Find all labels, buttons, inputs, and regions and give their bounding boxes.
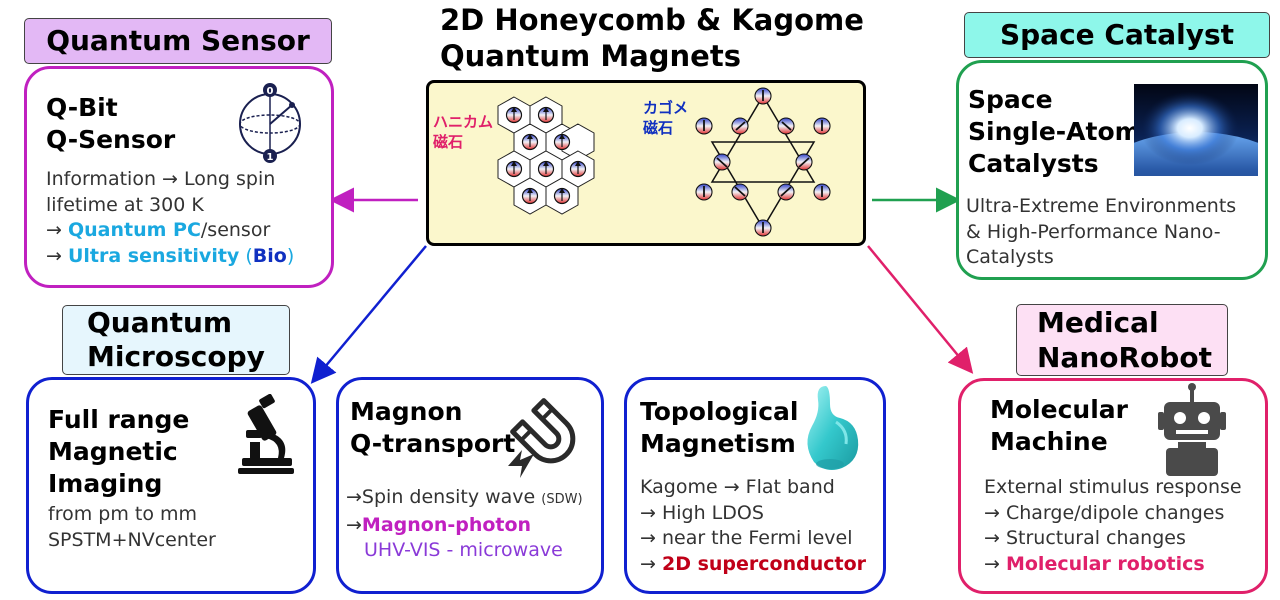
line3-arrow: → xyxy=(46,219,68,241)
quantum-microscopy-title: Full range Magnetic Imaging xyxy=(48,404,189,500)
quantum-sensor-tag: Quantum Sensor xyxy=(24,18,332,64)
kagome-label-line2: 磁石 xyxy=(643,119,674,137)
honeycomb-lattice-diagram xyxy=(497,96,595,215)
spin-density-wave-text: →Spin density wave xyxy=(346,486,542,508)
quantum-microscopy-tag-line2: Microscopy xyxy=(87,340,265,373)
magnon-photon-highlight: Magnon-photon xyxy=(361,513,532,536)
quantum-microscopy-title-line2: Magnetic xyxy=(48,437,178,466)
honeycomb-label: ハニカム 磁石 xyxy=(433,112,493,152)
quantum-sensor-title-line1: Q-Bit xyxy=(46,93,118,122)
honeycomb-label-line1: ハニカム xyxy=(433,113,494,131)
topological-title-line2: Magnetism xyxy=(640,429,796,458)
space-catalyst-line3: Catalysts xyxy=(966,246,1054,268)
medical-title-line2: Machine xyxy=(990,427,1108,456)
medical-line4: → Molecular robotics xyxy=(984,552,1242,578)
medical-title: Molecular Machine xyxy=(990,394,1128,458)
space-catalyst-title-line2: Single-Atom xyxy=(968,117,1141,146)
quantum-sensor-title-line2: Q-Sensor xyxy=(46,125,176,154)
earth-horizon-image xyxy=(1134,84,1258,176)
sensor-text: /sensor xyxy=(200,219,271,241)
quantum-microscopy-box xyxy=(26,377,316,594)
quantum-microscopy-tag: Quantum Microscopy xyxy=(62,305,290,375)
quantum-sensor-line3: → Quantum PC/sensor xyxy=(46,218,294,244)
quantum-sensor-line1: Information → Long spin xyxy=(46,168,276,190)
quantum-microscopy-title-line1: Full range xyxy=(48,405,190,434)
quantum-sensor-text: Information → Long spin lifetime at 300 … xyxy=(46,167,294,269)
space-catalyst-text: Ultra-Extreme Environments & High-Perfor… xyxy=(966,194,1236,271)
quantum-sensor-box xyxy=(24,66,334,288)
2d-superconductor-highlight: 2D superconductor xyxy=(661,552,867,575)
klein-bottle-icon xyxy=(807,386,859,470)
topological-line2: → High LDOS xyxy=(640,501,764,524)
magnon-line3: UHV-VIS - microwave xyxy=(364,539,563,561)
space-catalyst-tag: Space Catalyst xyxy=(964,12,1270,58)
center-title-line1: 2D Honeycomb & Kagome xyxy=(440,3,864,37)
quantum-microscopy-line1: from pm to mm xyxy=(48,503,197,525)
magnon-line1: →Spin density wave (SDW) xyxy=(346,485,583,513)
quantum-sensor-title: Q-Bit Q-Sensor xyxy=(46,92,175,156)
robot-icon xyxy=(1158,383,1226,476)
quantum-microscopy-tag-line1: Quantum xyxy=(87,306,233,339)
space-catalyst-title-line1: Space xyxy=(968,85,1053,114)
center-title: 2D Honeycomb & Kagome Quantum Magnets xyxy=(440,2,864,74)
bio-open-paren: ( xyxy=(239,244,253,267)
topological-title-line1: Topological xyxy=(640,397,799,426)
medical-line3: → Structural changes xyxy=(984,527,1186,549)
magnon-arrow: → xyxy=(346,513,362,536)
sdw-abbrev: (SDW) xyxy=(541,492,583,507)
topological-line4: → 2D superconductor xyxy=(640,552,866,578)
ultra-sensitivity-highlight: Ultra sensitivity xyxy=(67,244,240,267)
quantum-microscopy-text: from pm to mm SPSTM+NVcenter xyxy=(48,502,216,553)
medical-line1: External stimulus response xyxy=(984,476,1242,498)
magnon-text: →Spin density wave (SDW) →Magnon-photon … xyxy=(346,485,583,564)
medical-line2: → Charge/dipole changes xyxy=(984,501,1225,524)
quantum-microscopy-title-line3: Imaging xyxy=(48,469,163,498)
medical-nanorobot-tag-line2: NanoRobot xyxy=(1037,341,1212,374)
line4-arrow: → xyxy=(46,244,68,267)
bio-highlight: Bio xyxy=(252,244,287,267)
kagome-lattice-diagram xyxy=(695,87,831,237)
quantum-pc-highlight: Quantum PC xyxy=(67,219,201,241)
medical-nanorobot-tag-line1: Medical xyxy=(1037,306,1159,339)
topological-line3: → near the Fermi level xyxy=(640,527,853,549)
bloch-sphere-icon: 0 1 xyxy=(239,83,301,163)
medical-text: External stimulus response → Charge/dipo… xyxy=(984,475,1242,577)
medical-title-line1: Molecular xyxy=(990,395,1128,424)
arrow-to-quantum-microscopy xyxy=(310,245,427,384)
space-catalyst-title-line3: Catalysts xyxy=(968,149,1099,178)
qubit-state-0-label: 0 xyxy=(267,86,274,97)
molecular-robotics-highlight: Molecular robotics xyxy=(1005,552,1205,575)
medical-arrow: → xyxy=(984,552,1006,575)
microscope-icon xyxy=(238,394,294,474)
magnon-title: Magnon Q-transport xyxy=(350,396,515,460)
topological-box xyxy=(624,377,886,594)
medical-nanorobot-tag: Medical NanoRobot xyxy=(1016,304,1228,376)
honeycomb-label-line2: 磁石 xyxy=(433,133,464,151)
qubit-state-1-label: 1 xyxy=(267,152,274,163)
kagome-label-line1: カゴメ xyxy=(643,99,689,117)
space-catalyst-line1: Ultra-Extreme Environments xyxy=(966,195,1237,217)
topological-arrow: → xyxy=(640,552,662,575)
topological-title: Topological Magnetism xyxy=(640,396,798,460)
arrow-to-medical-nanorobot xyxy=(867,245,974,374)
space-catalyst-title: Space Single-Atom Catalysts xyxy=(968,84,1141,180)
magnon-line2: →Magnon-photon xyxy=(346,513,583,539)
quantum-sensor-line2: lifetime at 300 K xyxy=(46,193,204,216)
quantum-microscopy-line2: SPSTM+NVcenter xyxy=(48,528,216,551)
magnet-icon xyxy=(508,398,576,478)
space-catalyst-line2: & High-Performance Nano- xyxy=(966,220,1221,243)
quantum-sensor-line4: → Ultra sensitivity (Bio) xyxy=(46,244,294,270)
magnon-title-line2: Q-transport xyxy=(350,429,516,458)
bio-close-paren: ) xyxy=(286,244,295,267)
magnon-title-line1: Magnon xyxy=(350,397,463,426)
topological-text: Kagome → Flat band → High LDOS → near th… xyxy=(640,475,866,577)
topological-line1: Kagome → Flat band xyxy=(640,476,835,498)
kagome-label: カゴメ 磁石 xyxy=(643,98,688,138)
center-title-line2: Quantum Magnets xyxy=(440,39,741,73)
